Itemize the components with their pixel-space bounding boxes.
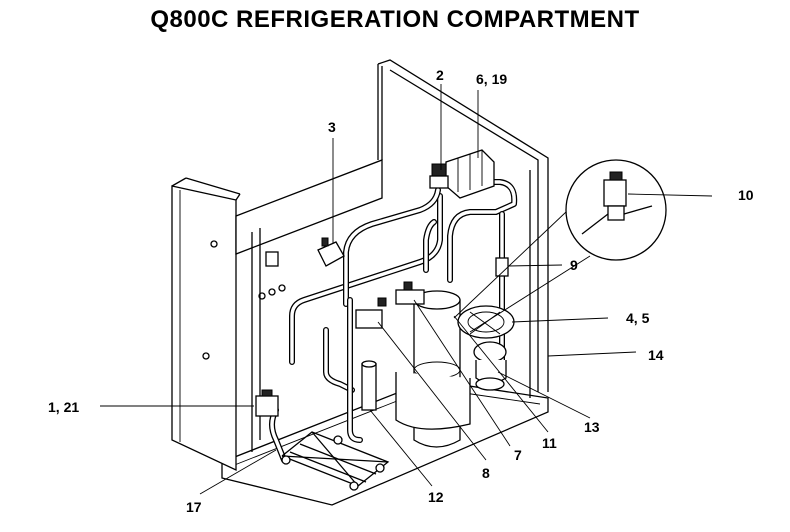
callout-11: 11 xyxy=(542,435,557,451)
callout-14: 14 xyxy=(648,347,664,363)
callout-2: 2 xyxy=(436,67,444,83)
callout-7: 7 xyxy=(514,447,522,463)
callout-8: 8 xyxy=(482,465,490,481)
callout-13: 13 xyxy=(584,419,600,435)
callout-6-19: 6, 19 xyxy=(476,71,507,87)
compressor xyxy=(395,290,471,448)
callout-3: 3 xyxy=(328,119,336,135)
expansion-valve-top xyxy=(429,163,449,189)
diagram-title: Q800C REFRIGERATION COMPARTMENT xyxy=(150,6,640,33)
bracket-item-3 xyxy=(317,237,345,267)
base-mounts xyxy=(281,431,390,491)
callout-9: 9 xyxy=(570,257,578,273)
callouts: 2 6, 19 3 10 9 4, 5 14 13 11 7 8 12 17 1… xyxy=(48,67,754,515)
hot-gas-valve xyxy=(395,281,425,305)
detail-inset xyxy=(453,159,667,333)
solenoid-valve-8 xyxy=(355,297,387,329)
inline-valve-9 xyxy=(495,257,509,277)
callout-17: 17 xyxy=(186,499,202,515)
callout-12: 12 xyxy=(428,489,444,505)
filter-12 xyxy=(361,360,377,411)
filter-drier xyxy=(473,341,507,391)
callout-1-21: 1, 21 xyxy=(48,399,79,415)
leader-lines xyxy=(100,84,713,495)
condenser-coil xyxy=(445,149,495,199)
callout-4-5: 4, 5 xyxy=(626,310,650,326)
callout-10: 10 xyxy=(738,187,754,203)
water-valve-1-21 xyxy=(255,389,279,417)
